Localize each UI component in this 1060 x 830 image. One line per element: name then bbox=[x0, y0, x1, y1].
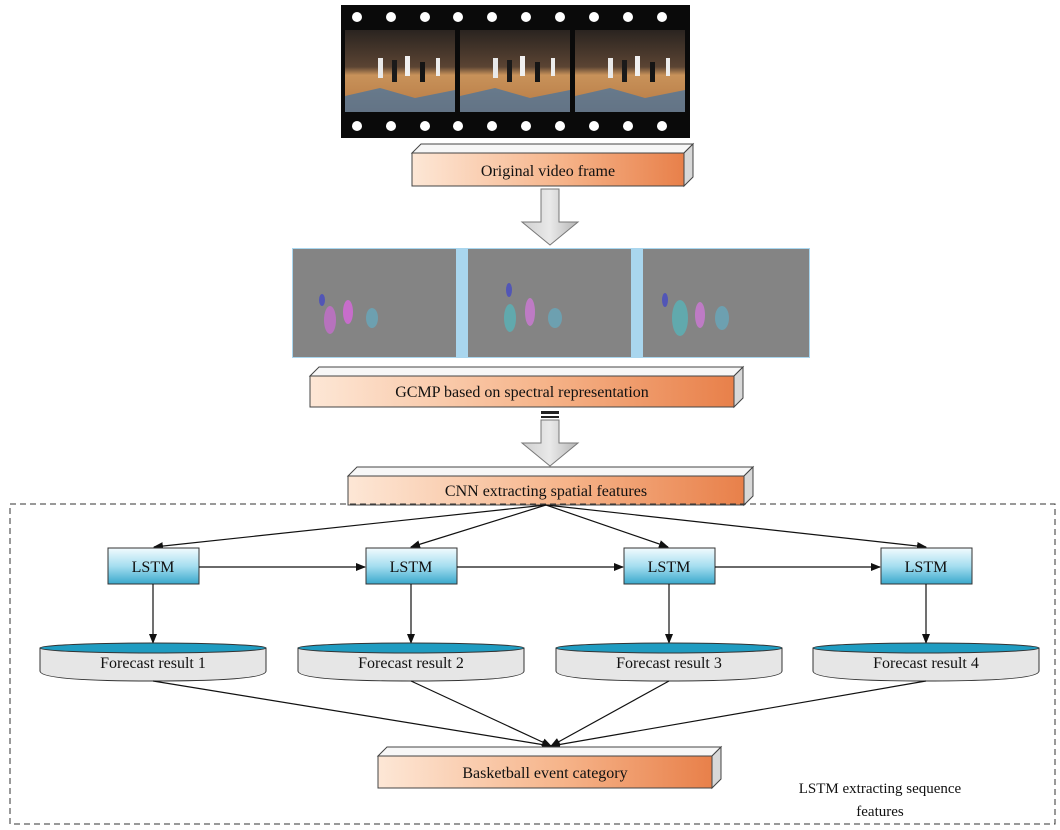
lstm-label-2: LSTM bbox=[390, 559, 433, 576]
video-frame-2 bbox=[460, 30, 570, 112]
forecast-result-2: Forecast result 2 bbox=[297, 642, 525, 682]
block-arrow-down-1 bbox=[520, 188, 580, 246]
gcmp-spectral-label: GCMP based on spectral representation bbox=[395, 384, 649, 401]
lstm-region-border bbox=[9, 503, 1056, 825]
spectral-image-2 bbox=[468, 249, 631, 357]
original-video-frame-label: Original video frame bbox=[481, 163, 615, 180]
basketball-event-category-box: Basketball event category bbox=[376, 745, 723, 790]
forecast-result-4-label: Forecast result 4 bbox=[873, 655, 979, 672]
forecast-result-4: Forecast result 4 bbox=[812, 642, 1040, 682]
video-frame-1 bbox=[345, 30, 455, 112]
spectral-representation-images bbox=[292, 248, 810, 358]
forecast-result-1: Forecast result 1 bbox=[39, 642, 267, 682]
lstm-node-3: LSTM bbox=[623, 547, 716, 585]
film-perforations-bottom bbox=[352, 121, 667, 131]
basketball-event-category-label: Basketball event category bbox=[462, 765, 627, 782]
cnn-spatial-box: CNN extracting spatial features bbox=[346, 465, 755, 507]
spectral-image-1 bbox=[293, 249, 456, 357]
forecast-result-3-label: Forecast result 3 bbox=[616, 655, 722, 672]
block-arrow-down-2 bbox=[520, 411, 580, 467]
forecast-result-1-label: Forecast result 1 bbox=[100, 655, 206, 672]
video-frame-3 bbox=[575, 30, 685, 112]
gcmp-spectral-box: GCMP based on spectral representation bbox=[308, 365, 745, 409]
region-caption-line-2: features bbox=[856, 804, 904, 820]
lstm-node-2: LSTM bbox=[365, 547, 458, 585]
original-video-frame-box: Original video frame bbox=[410, 142, 695, 188]
forecast-to-event-arrows bbox=[152, 680, 927, 749]
lstm-label-1: LSTM bbox=[132, 559, 175, 576]
cnn-spatial-label: CNN extracting spatial features bbox=[445, 483, 647, 500]
cnn-to-lstm-arrows bbox=[153, 504, 927, 551]
lstm-to-forecast-arrows bbox=[149, 584, 930, 644]
lstm-label-4: LSTM bbox=[905, 559, 948, 576]
lstm-node-1: LSTM bbox=[107, 547, 200, 585]
forecast-result-2-label: Forecast result 2 bbox=[358, 655, 464, 672]
region-caption-line-1: LSTM extracting sequence bbox=[799, 781, 962, 797]
film-perforations-top bbox=[352, 12, 667, 22]
lstm-node-4: LSTM bbox=[880, 547, 973, 585]
lstm-label-3: LSTM bbox=[648, 559, 691, 576]
forecast-result-3: Forecast result 3 bbox=[555, 642, 783, 682]
original-video-frames-image bbox=[341, 5, 690, 138]
spectral-image-3 bbox=[643, 249, 809, 357]
